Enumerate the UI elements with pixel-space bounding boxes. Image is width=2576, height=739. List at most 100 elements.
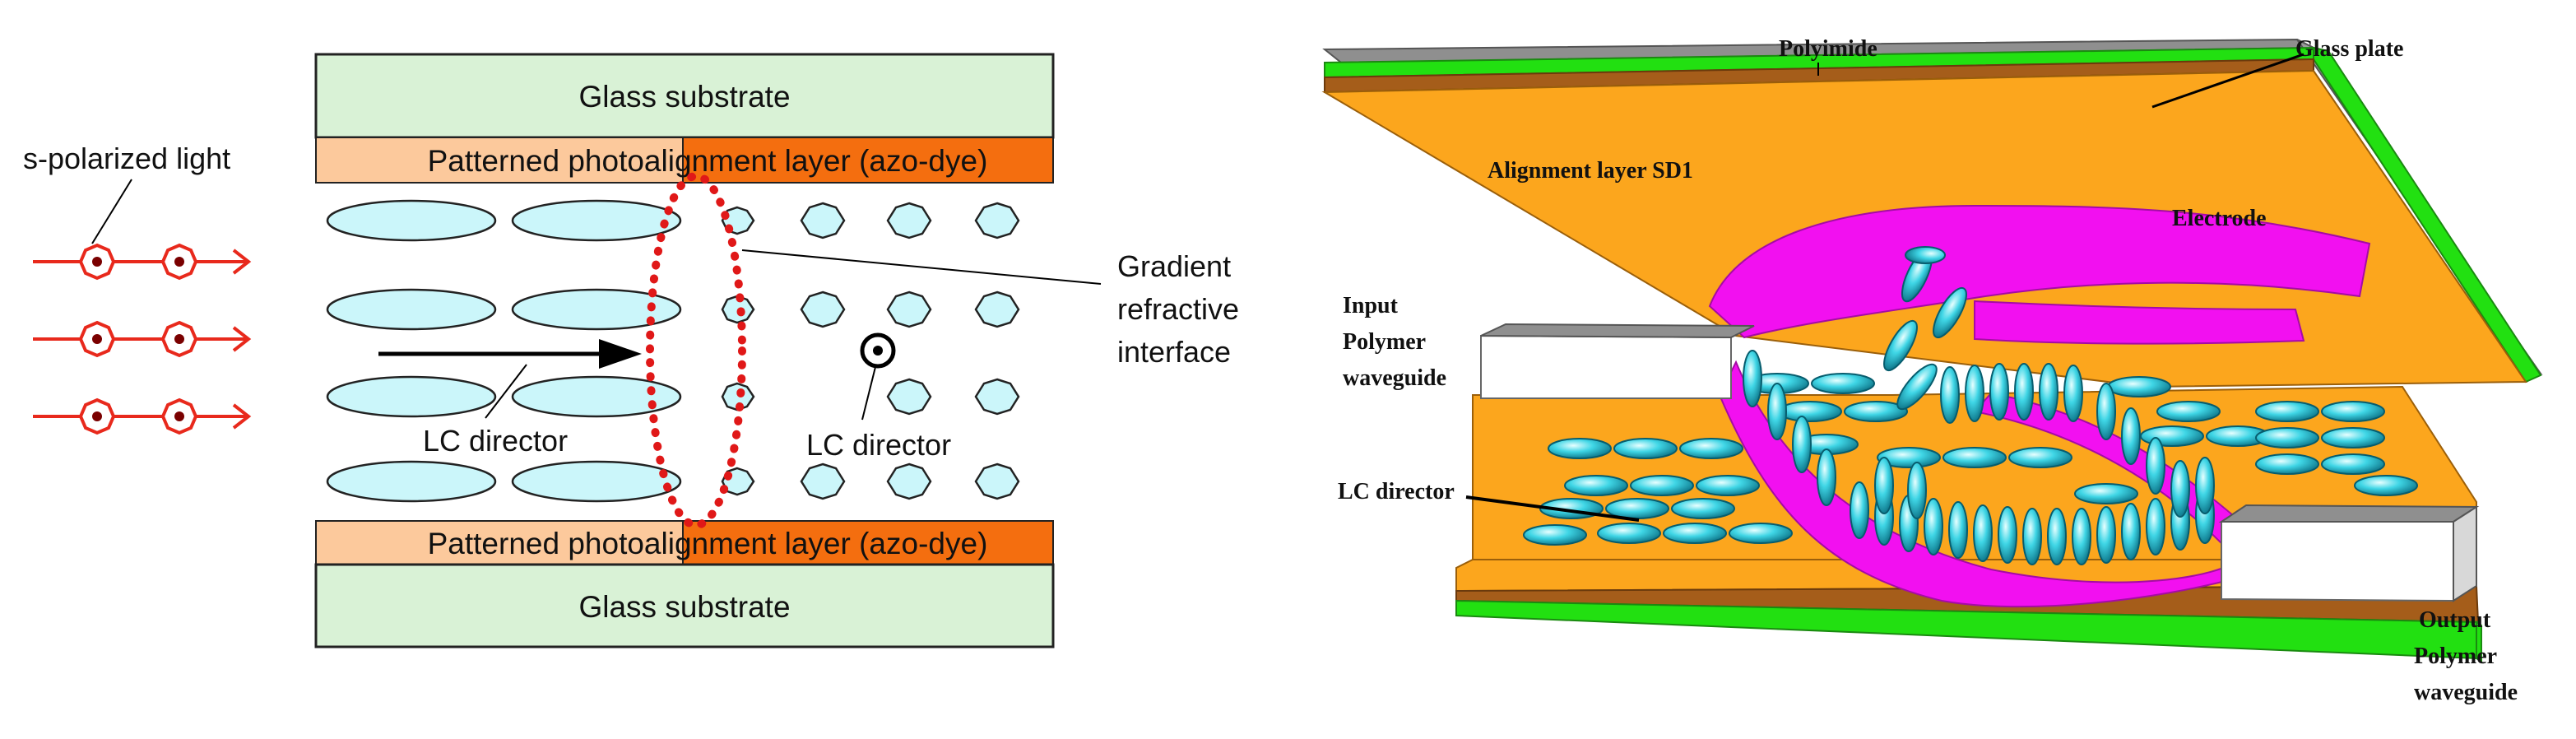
lc-molecule-ellipse [326, 375, 497, 418]
lc-vertical-ellipse [2195, 457, 2215, 514]
align-layer-bottom-label: Patterned photoalignment layer (azo-dye) [428, 527, 988, 560]
lc-vertical-ellipse [1874, 457, 1894, 514]
output-waveguide-top [2218, 504, 2480, 523]
lc-planar-ellipse [2255, 453, 2319, 475]
lc-molecule-octagon [886, 202, 932, 239]
lc-vertical-ellipse [2121, 503, 2141, 560]
lc-planar-ellipse [1942, 447, 2007, 468]
align-layer-top-peach [315, 137, 684, 184]
gradient-label-line1: Gradient [1117, 249, 1231, 283]
lc-molecule-octagon [800, 462, 846, 500]
light-ray-arrowhead [232, 326, 252, 352]
lc-tilted-ellipses [1883, 246, 1967, 411]
glass-substrate-top [314, 53, 1055, 139]
lc-vertical-ellipse [2047, 508, 2067, 565]
lc-molecule-octagon [886, 290, 932, 328]
lc-planar-ellipse [2321, 401, 2385, 422]
glass-plate-label: Glass plate [2295, 36, 2403, 62]
lc-vertical-ellipse [1940, 366, 1960, 424]
lc-planar-ellipse [1844, 401, 1908, 422]
electrode-top [1708, 204, 2371, 339]
light-ray-arrowhead [232, 249, 252, 275]
green-layer-bottom-side [2476, 620, 2482, 663]
gradient-label-line3: interface [1117, 335, 1231, 369]
polyimide-label: Polyimide [1779, 36, 1877, 62]
alignment-sd1-label: Alignment layer SD1 [1488, 158, 1693, 184]
lc-director-out-of-plane-icon [860, 332, 896, 369]
gradient-interface-pointer [741, 249, 1102, 285]
lc-vertical-ellipse [1767, 383, 1787, 440]
lc-molecule-ellipse [511, 199, 682, 242]
lc-vertical-ellipse [2022, 508, 2042, 565]
lc-vertical-ellipse [1924, 498, 1943, 555]
lc-vertical-ellipse [2096, 506, 2116, 564]
lc-vertical-ellipse [2014, 363, 2034, 421]
polarization-symbol-icon [78, 243, 116, 281]
lc-director-right-label: LC director [806, 428, 951, 462]
lc-tilted-ellipse [1896, 363, 1938, 411]
right-panel-diagram: Polyimide Glass plate Alignment layer SD… [1321, 36, 2543, 705]
lc-vertical-ellipse [2072, 508, 2091, 565]
lc-planar-ellipse [1663, 523, 1727, 544]
lc-molecule-ellipse [326, 460, 497, 503]
input-waveguide-label-line3: waveguide [1343, 365, 1446, 391]
lc-molecule-octagon [974, 290, 1020, 328]
lc-molecule-ellipse [511, 288, 682, 331]
gradient-label-line2: refractive [1117, 292, 1239, 326]
lc-planar-ellipse [2354, 475, 2418, 496]
lc-tilted-ellipse [1933, 286, 1967, 339]
output-waveguide [2221, 521, 2454, 602]
lc-planar-ellipse [1778, 401, 1842, 422]
lc-molecule-ellipse [511, 460, 682, 503]
align-layer-top-orange [682, 137, 1054, 184]
polarization-symbol-icon [78, 397, 116, 435]
green-layer-top-side [2313, 46, 2542, 383]
lc-vertical-ellipse [2063, 365, 2083, 422]
lc-tilted-ellipse [1905, 246, 1946, 264]
glass-plate-pointer [2151, 53, 2304, 109]
lc-vertical-ellipse [1948, 501, 1968, 559]
glass-substrate-bottom [314, 563, 1055, 648]
lc-vertical-ellipse [1850, 481, 1869, 539]
lc-vertical-ellipse [1743, 350, 1762, 407]
output-waveguide-side [2453, 505, 2477, 602]
glass-substrate-bottom-label: Glass substrate [578, 590, 790, 624]
s-polarized-label: s-polarized light [23, 142, 230, 175]
left-panel-diagram: Glass substrate Patterned photoalignment… [23, 53, 1239, 648]
lc-planar-ellipse [2156, 401, 2221, 422]
output-waveguide-label-line3: waveguide [2414, 680, 2518, 705]
electrode-label: Electrode [2172, 206, 2267, 231]
input-waveguide-label-line2: Polymer [1343, 329, 1426, 355]
lc-planar-ellipse [2255, 401, 2319, 422]
lc-vertical-ellipse [1965, 365, 1984, 422]
lc-vertical-ellipse [2146, 498, 2165, 555]
lc-planar-ellipse [2107, 376, 2171, 397]
lc-planar-ellipse [2255, 427, 2319, 449]
lc-planar-ellipse [2008, 447, 2072, 468]
output-waveguide-label-line1: Output [2419, 607, 2491, 633]
lc-planar-ellipse [1523, 524, 1587, 546]
lc-director-right-pointer [861, 366, 876, 421]
lc-director-pointer-right [1465, 495, 1640, 522]
polarization-symbol-icon [160, 320, 198, 358]
lc-vertical-ellipse [1998, 506, 2017, 564]
lc-molecule-ellipse [511, 375, 682, 418]
polarization-symbols [78, 243, 198, 435]
lc-director-label-right: LC director [1338, 479, 1455, 504]
lc-vertical-ellipse [2121, 407, 2141, 465]
input-waveguide [1480, 334, 1732, 399]
lc-molecule-octagon [886, 378, 932, 416]
lc-vertical-ellipse [2039, 363, 2058, 421]
lc-molecule-octagon [886, 462, 932, 500]
lc-ellipses-planar [326, 199, 682, 503]
lc-planar-ellipse [1548, 438, 1612, 459]
lc-molecule-octagon [800, 202, 846, 239]
gradient-interface-outline [646, 172, 746, 529]
lc-molecule-octagon [800, 290, 846, 328]
glass-substrate-top-label: Glass substrate [578, 80, 790, 114]
lc-planar-ellipse [2074, 483, 2138, 504]
lc-molecule-octagon [974, 378, 1020, 416]
lc-planar-ellipse [1630, 475, 1694, 496]
lc-planar-ellipses [1523, 373, 2418, 546]
